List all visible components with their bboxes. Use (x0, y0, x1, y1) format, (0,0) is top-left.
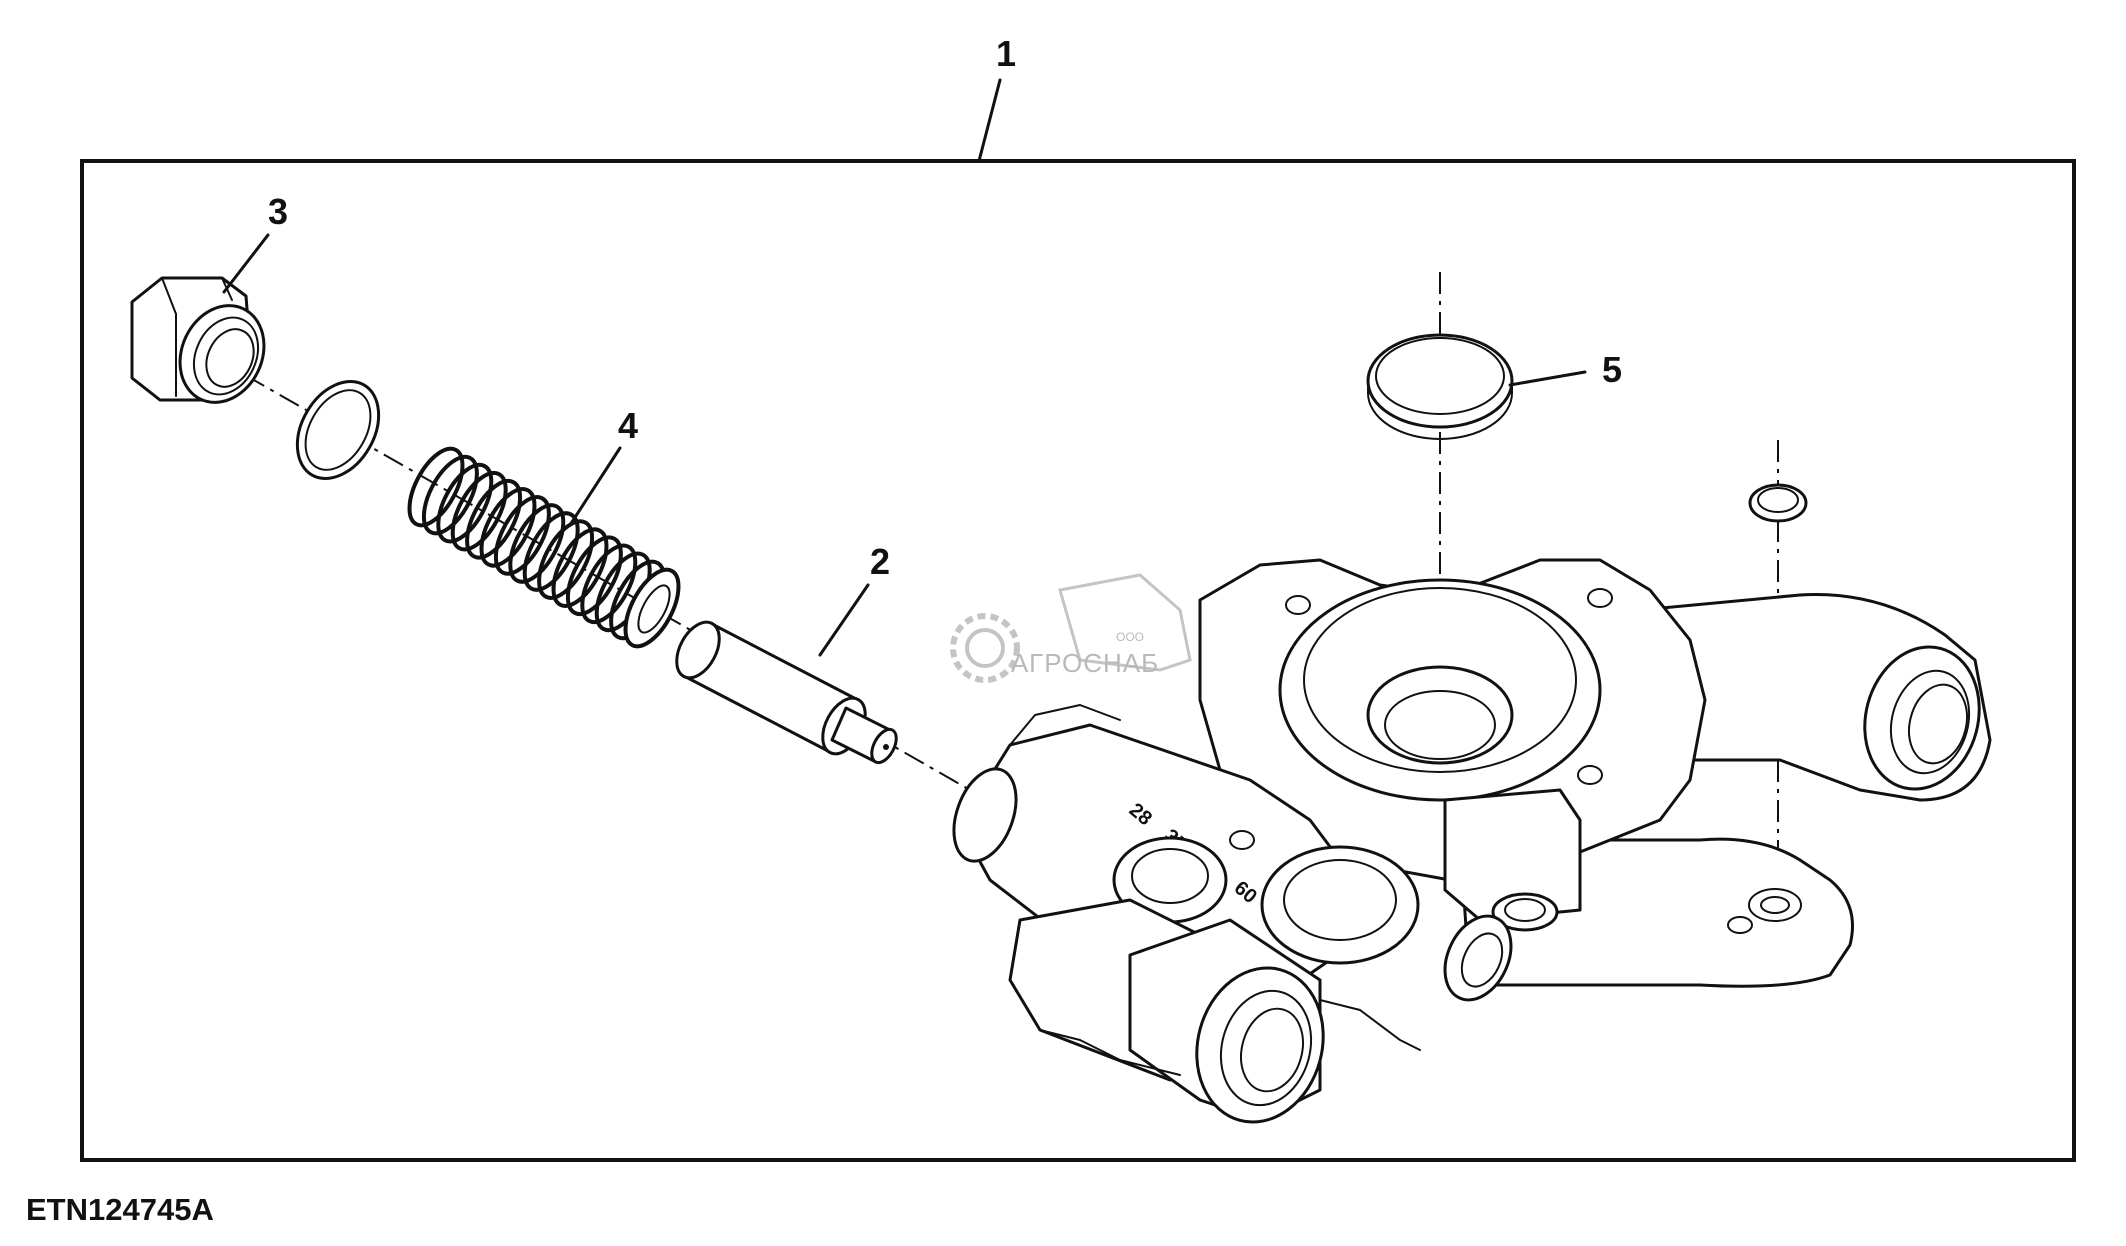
watermark-company: АГРОСНАБ (1011, 648, 1159, 678)
callout-4: 4 (618, 405, 638, 446)
figure-code: ETN124745A (26, 1192, 214, 1227)
leader-1 (977, 78, 1002, 163)
leader-4 (568, 446, 622, 527)
valve-spool-part (675, 620, 898, 765)
valve-housing: 28 35 45 60 (952, 558, 1992, 1124)
callout-2: 2 (870, 541, 890, 582)
spring-coil (537, 519, 595, 600)
large-o-ring-part (1366, 333, 1514, 440)
spring-coil (450, 470, 508, 552)
spring-part (407, 446, 681, 649)
watermark: ООО АГРОСНАБ (950, 573, 1192, 683)
spring-coil (508, 503, 566, 584)
spring-coil (623, 567, 681, 649)
leader-2 (818, 583, 870, 657)
spring-coil (479, 487, 537, 568)
spring-coil (580, 543, 638, 625)
callout-1: 1 (996, 33, 1016, 74)
spring-coil (421, 454, 479, 536)
spring-coil (493, 495, 551, 576)
spring-coil (407, 446, 465, 528)
callout-5: 5 (1602, 349, 1622, 390)
plug-part (130, 276, 266, 404)
spring-coil (522, 511, 580, 592)
assembly-frame (80, 159, 2076, 1162)
callout-3: 3 (268, 191, 288, 232)
spring-coil (565, 535, 623, 616)
leader-5 (1508, 370, 1587, 387)
watermark-prefix: ООО (1116, 630, 1144, 644)
leader-3 (222, 233, 270, 294)
spring-coil (465, 479, 523, 560)
snap-ring-part (1748, 483, 1808, 523)
spring-coil (551, 527, 609, 608)
spring-coil (436, 462, 494, 544)
small-o-ring-part (295, 380, 381, 480)
spring-end-inner (637, 584, 671, 634)
